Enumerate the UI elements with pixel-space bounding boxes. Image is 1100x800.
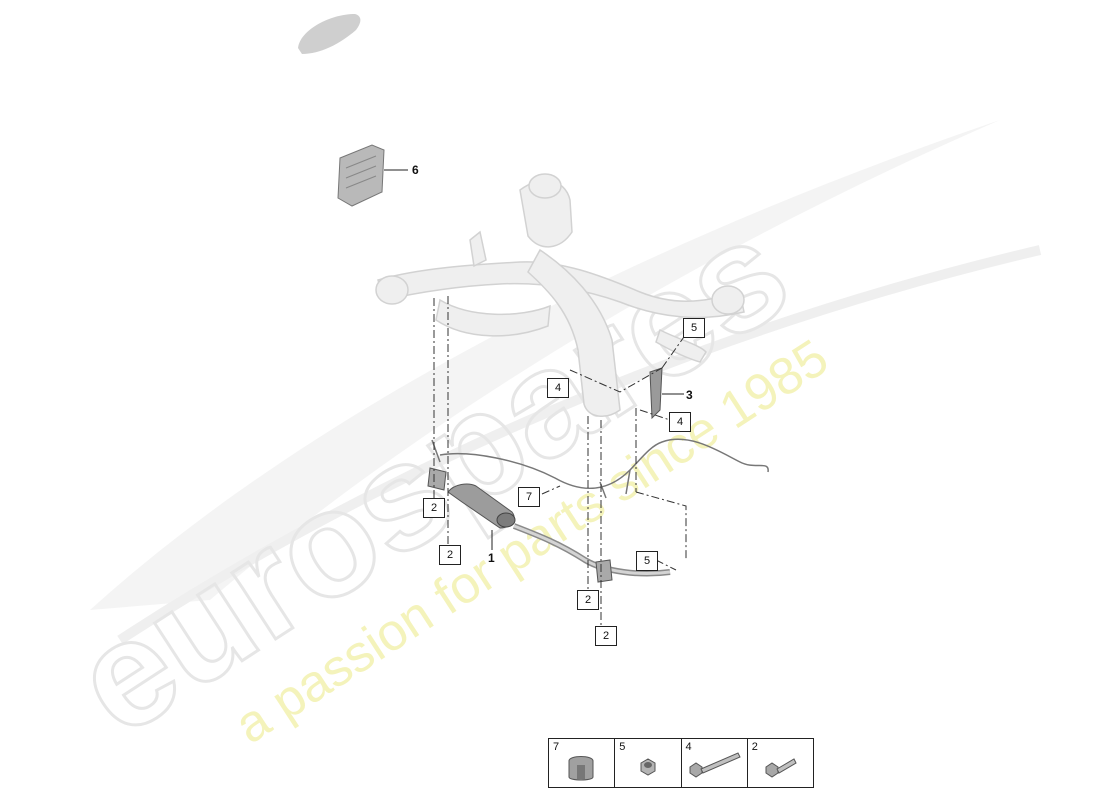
legend-number: 4	[685, 741, 692, 753]
legend-number: 7	[553, 741, 560, 753]
short-bolt-icon	[765, 758, 797, 778]
legend-cell-2: 2	[748, 739, 813, 787]
wiring-harness-part	[431, 438, 769, 499]
legend-cell-4: 4	[682, 739, 748, 787]
callout-box-7: 7	[518, 487, 540, 507]
callout-box-4-left: 4	[547, 378, 569, 398]
callout-box-4-right: 4	[669, 412, 691, 432]
hex-nut-icon	[640, 758, 656, 776]
legend-number: 2	[751, 741, 758, 753]
silencer-part	[427, 467, 671, 583]
assembly-lines	[433, 296, 687, 628]
bracket-part	[649, 367, 684, 420]
callout-1: 1	[488, 551, 495, 565]
callout-box-5-top: 5	[683, 318, 705, 338]
long-bolt-icon	[689, 752, 741, 778]
callout-3: 3	[686, 388, 693, 402]
rear-subframe-part	[375, 173, 745, 417]
legend-cell-7: 7	[549, 739, 616, 787]
callout-box-5-bottom: 5	[636, 551, 658, 571]
car-silhouette-icon	[298, 14, 361, 54]
callout-box-2-c: 2	[577, 590, 599, 610]
legend-cell-5: 5	[615, 739, 682, 787]
callout-box-2-d: 2	[595, 626, 617, 646]
hardware-legend: 7 5 4 2	[548, 738, 814, 788]
legend-number: 5	[619, 741, 626, 753]
control-unit-part	[337, 144, 408, 207]
callout-6: 6	[412, 163, 419, 177]
rubber-mount-icon	[568, 756, 594, 781]
callout-box-2-a: 2	[423, 498, 445, 518]
callout-box-2-b: 2	[439, 545, 461, 565]
